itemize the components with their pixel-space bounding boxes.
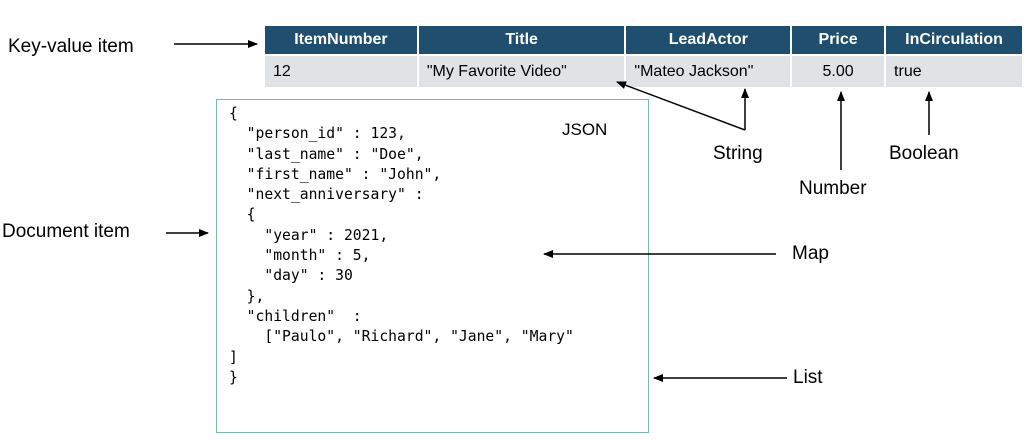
json-line: "first_name" : "John",	[229, 165, 442, 183]
header-incirculation: InCirculation	[885, 26, 1024, 55]
cell-price: 5.00	[791, 54, 887, 87]
key-value-item-label: Key-value item	[8, 36, 134, 57]
header-itemnumber: ItemNumber	[265, 26, 419, 55]
json-line: {	[229, 105, 238, 122]
header-price: Price	[791, 26, 887, 55]
table-header-row: ItemNumber Title LeadActor Price InCircu…	[265, 26, 1024, 55]
json-code-block: { "person_id" : 123, "last_name" : "Doe"…	[229, 104, 574, 388]
json-line: ["Paulo", "Richard", "Jane", "Mary"	[229, 328, 574, 346]
string-arrow-title	[616, 81, 746, 131]
json-line: "day" : 30	[229, 267, 353, 285]
key-value-table: ItemNumber Title LeadActor Price InCircu…	[265, 26, 1024, 87]
json-line: "year" : 2021,	[229, 226, 389, 244]
json-line: }	[229, 368, 238, 386]
map-label: Map	[792, 243, 829, 264]
json-line: },	[229, 287, 265, 305]
json-line: "last_name" : "Doe",	[229, 145, 424, 163]
json-line: ]	[229, 348, 238, 366]
document-item-label: Document item	[2, 221, 130, 242]
header-leadactor: LeadActor	[625, 26, 793, 55]
cell-incirculation: true	[885, 54, 1024, 87]
json-line: "person_id" : 123,	[229, 125, 406, 143]
json-line: "month" : 5,	[229, 247, 371, 265]
json-label: JSON	[562, 120, 608, 139]
header-title: Title	[417, 26, 627, 55]
number-label: Number	[799, 178, 867, 199]
string-label: String	[713, 143, 763, 164]
cell-leadactor: "Mateo Jackson"	[625, 54, 793, 87]
boolean-label: Boolean	[889, 143, 959, 164]
list-label: List	[793, 367, 823, 388]
cell-title: "My Favorite Video"	[417, 54, 627, 87]
json-document-box: { "person_id" : 123, "last_name" : "Doe"…	[216, 99, 649, 433]
json-line: "children" :	[229, 307, 362, 325]
cell-itemnumber: 12	[265, 54, 419, 87]
json-line: {	[229, 206, 256, 224]
json-line: "next_anniversary" :	[229, 186, 424, 204]
table-row: 12 "My Favorite Video" "Mateo Jackson" 5…	[265, 54, 1024, 87]
